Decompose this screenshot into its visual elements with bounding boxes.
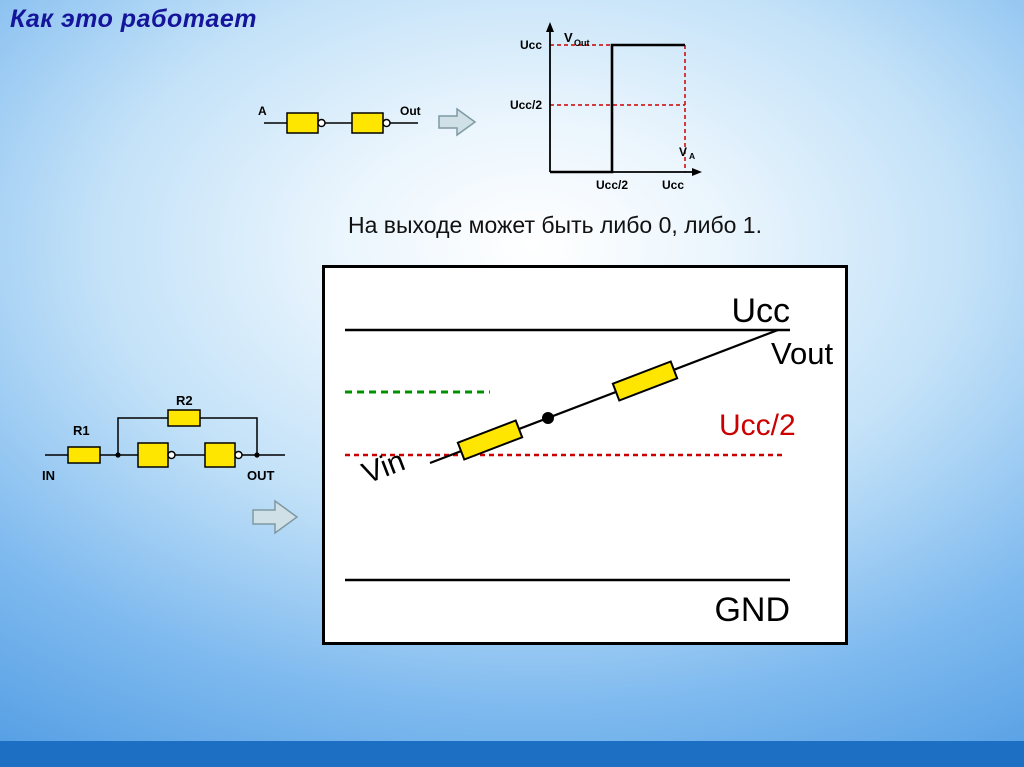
input-a-label: A <box>258 104 267 118</box>
input-node-dot <box>115 452 121 458</box>
block-arrow-right-bottom <box>252 499 299 535</box>
feedback-wire-right <box>200 417 258 455</box>
analog-transfer-diagram: Ucc Vout Ucc/2 Vin GND <box>345 292 833 629</box>
output-out-label: Out <box>400 104 421 118</box>
operating-point-dot <box>542 412 554 424</box>
caption-text: На выходе может быть либо 0, либо 1. <box>348 212 762 238</box>
resistor-r2 <box>167 409 201 427</box>
diagonal-resistor-2-group <box>611 360 679 402</box>
diagonal-resistor-1 <box>456 419 524 461</box>
transfer-characteristic-graph: V Out Ucc Ucc/2 Ucc/2 Ucc V A <box>510 22 702 192</box>
x-axis-label-subscript: A <box>689 151 695 161</box>
ucc-label: Ucc <box>731 292 790 330</box>
inverter2-box <box>351 112 384 134</box>
r2-label: R2 <box>176 395 193 408</box>
inverter1-box <box>137 442 169 468</box>
diagonal-resistor-1-group <box>456 419 524 461</box>
feedback-inverter-circuit: R1 R2 IN OUT <box>42 395 285 483</box>
resistor-r1 <box>67 446 101 464</box>
y-axis-label-subscript: Out <box>574 38 590 48</box>
x-tick-ucc-half: Ucc/2 <box>596 178 628 192</box>
inverter1-box <box>286 112 319 134</box>
inverter1-bubble <box>317 118 326 128</box>
slide-bottom-bar <box>0 741 1024 767</box>
x-axis-arrowhead-icon <box>692 168 702 176</box>
out-label: OUT <box>247 468 275 483</box>
x-tick-ucc: Ucc <box>662 178 684 192</box>
top-inverter-chain-diagram: A Out <box>258 104 421 134</box>
vin-label: Vin <box>358 444 410 490</box>
y-axis-arrowhead-icon <box>546 22 554 32</box>
y-axis-label: V <box>564 30 573 45</box>
inverter2-bubble <box>382 118 391 128</box>
inverter1-bubble <box>167 450 176 460</box>
gnd-label: GND <box>714 591 790 629</box>
right-arrow-icon <box>438 107 477 137</box>
y-tick-ucc: Ucc <box>520 38 542 52</box>
in-label: IN <box>42 468 55 483</box>
slide-title: Как это работает <box>10 5 257 33</box>
r1-label: R1 <box>73 423 90 438</box>
y-tick-ucc-half: Ucc/2 <box>510 98 542 112</box>
ucc-half-label: Ucc/2 <box>719 409 796 442</box>
x-axis-label: V <box>679 145 687 159</box>
feedback-wire-left <box>117 417 168 455</box>
inverter2-bubble <box>234 450 243 460</box>
analog-transfer-panel: Ucc Vout Ucc/2 Vin GND <box>322 265 848 645</box>
inverter2-box <box>204 442 236 468</box>
right-arrow-icon <box>252 499 299 535</box>
step-response-line <box>550 43 685 174</box>
vout-label: Vout <box>771 336 833 371</box>
block-arrow-right-top <box>438 107 477 137</box>
diagonal-resistor-2 <box>611 360 679 402</box>
